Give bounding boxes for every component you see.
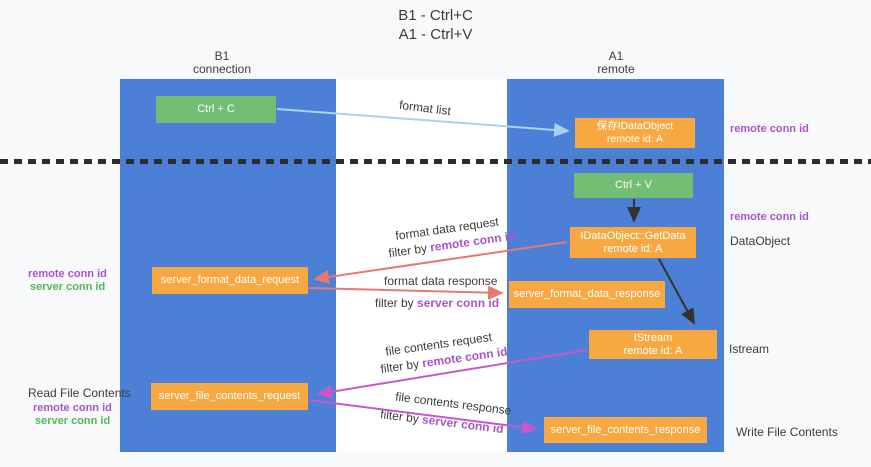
server-file-contents-response-label: server_file_contents_response: [550, 423, 701, 436]
actor-b1-role: connection: [192, 62, 252, 76]
istream-box: IStream remote id: A: [589, 330, 717, 359]
right-remote-conn-id-top: remote conn id: [730, 123, 809, 135]
left-server-conn-id-bottom: server conn id: [35, 415, 111, 427]
filter-by-server-conn-id-label-1: filter by server conn id: [375, 296, 499, 310]
server-file-contents-response-box: server_file_contents_response: [544, 417, 707, 443]
diagram-title-line1: B1 - Ctrl+C: [398, 7, 473, 24]
server-format-data-request-label: server_format_data_request: [160, 274, 300, 286]
istream-side-label: Istream: [729, 342, 770, 356]
actor-header-a1: A1 remote: [536, 50, 696, 76]
read-file-contents-label: Read File Contents: [28, 386, 131, 400]
dataobject-label: DataObject: [730, 234, 791, 248]
actor-header-b1: B1 connection: [142, 50, 302, 76]
diagram-title-line2: A1 - Ctrl+V: [398, 26, 473, 43]
istream-line2: remote id: A: [623, 344, 683, 357]
server-file-contents-request-box: server_file_contents_request: [151, 383, 308, 410]
server-conn-id-text: server conn id: [417, 296, 500, 310]
ctrl-c-label: Ctrl + C: [197, 103, 235, 115]
diagram-title: B1 - Ctrl+C A1 - Ctrl+V: [300, 6, 571, 44]
getdata-line2: remote id: A: [603, 242, 663, 255]
left-remote-conn-id-bottom: remote conn id: [33, 402, 112, 414]
idataobject-getdata-box: IDataObject::GetData remote id: A: [570, 227, 696, 258]
left-server-conn-id-top: server conn id: [30, 281, 106, 293]
actor-a1-role: remote: [597, 62, 635, 76]
filter-by-text: filter by: [375, 296, 418, 310]
ctrl-v-label: Ctrl + V: [615, 179, 652, 191]
save-idataobject-line2: remote id: A: [606, 133, 664, 145]
actor-a1-name: A1: [608, 49, 624, 63]
ctrl-c-box: Ctrl + C: [156, 96, 276, 123]
actor-b1-name: B1: [214, 49, 230, 63]
ctrl-v-box: Ctrl + V: [574, 173, 693, 198]
istream-line1: IStream: [633, 331, 673, 344]
server-format-data-response-box: server_format_data_response: [509, 281, 665, 308]
server-format-data-request-box: server_format_data_request: [152, 267, 308, 294]
format-data-response-label: format data response: [384, 274, 498, 288]
write-file-contents-label: Write File Contents: [736, 425, 838, 439]
server-format-data-response-label: server_format_data_response: [513, 288, 661, 300]
server-file-contents-request-label: server_file_contents_request: [158, 390, 301, 402]
machine-boundary-dashed-line: [0, 159, 871, 164]
save-idataobject-box: 保存IDataObject remote id: A: [575, 118, 695, 148]
getdata-line1: IDataObject::GetData: [580, 229, 686, 242]
save-idataobject-line1: 保存IDataObject: [596, 120, 674, 132]
left-remote-conn-id-top: remote conn id: [28, 268, 107, 280]
right-remote-conn-id-mid: remote conn id: [730, 211, 809, 223]
